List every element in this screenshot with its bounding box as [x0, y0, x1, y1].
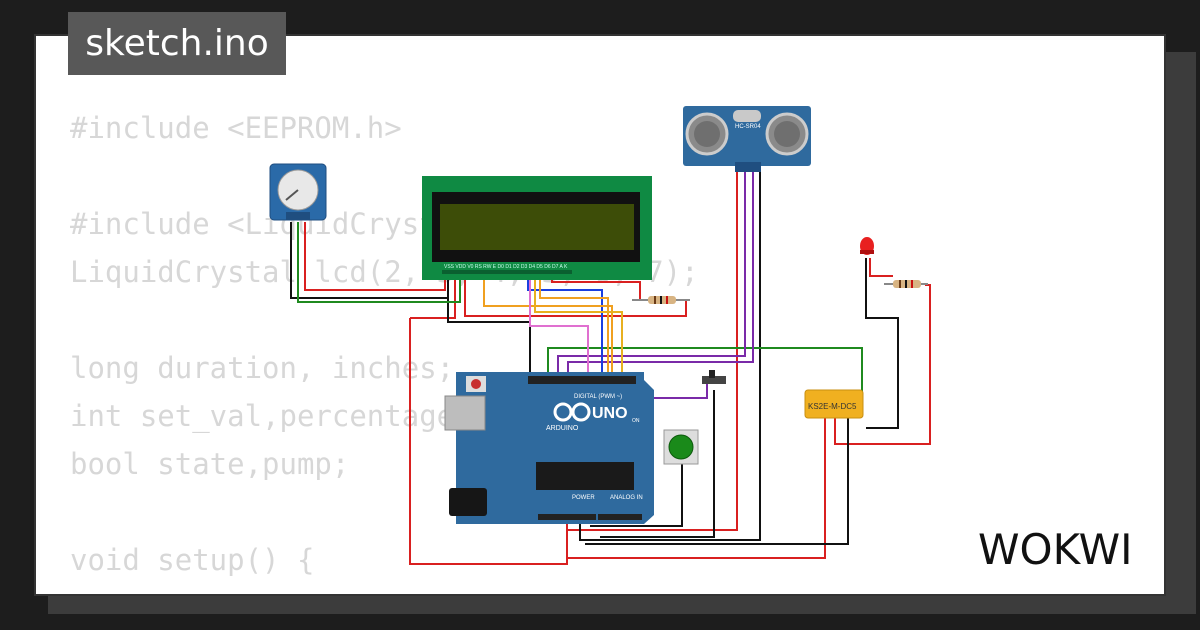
led-red[interactable] — [860, 237, 874, 255]
analog-label: ANALOG IN — [610, 495, 643, 501]
wire-black — [590, 464, 683, 527]
code-line: void setup() { — [70, 543, 315, 577]
resistor — [884, 280, 928, 288]
wire-red — [409, 318, 568, 565]
slide-switch[interactable] — [702, 370, 726, 384]
wire-orange — [539, 276, 609, 372]
potentiometer[interactable] — [269, 163, 327, 221]
wire-blue — [527, 276, 603, 372]
code-line: int set_val,percentage; — [70, 399, 472, 433]
wire-orange — [483, 276, 613, 372]
lcd-pin-labels: VSS VDD V0 RS RW E D0 D1 D2 D3 D4 D5 D6 … — [444, 264, 568, 270]
file-tab[interactable]: sketch.ino — [68, 12, 286, 75]
wire-red — [410, 276, 456, 319]
wire-purple — [557, 170, 746, 372]
wire-black — [865, 258, 899, 429]
wire-black — [600, 390, 715, 538]
wire-orange — [534, 276, 623, 372]
resistor — [632, 296, 690, 304]
relay-label: KS2E-M-DC5 — [808, 402, 857, 411]
lcd-pins — [442, 270, 572, 274]
wire-red — [567, 416, 826, 559]
arduino-uno-label: UNO — [592, 405, 628, 422]
wire-red — [567, 170, 738, 531]
code-line: bool state,pump; — [70, 447, 350, 481]
ultrasonic-label: HC-SR04 — [735, 124, 761, 130]
wire-pink — [529, 276, 589, 372]
code-line: #include <EEPROM.h> — [70, 111, 402, 145]
wire-black — [585, 416, 849, 545]
wire-purple — [567, 170, 754, 372]
wire-black — [579, 170, 761, 541]
arduino-uno[interactable]: UNO ARDUINO DIGITAL (PWM ~) ON POWER ANA… — [444, 372, 654, 524]
power-label: POWER — [572, 495, 595, 501]
push-button[interactable] — [663, 429, 699, 465]
lcd-display[interactable]: VSS VDD V0 RS RW E D0 D1 D2 D3 D4 D5 D6 … — [422, 176, 652, 280]
wire-red — [869, 258, 893, 277]
wire-red — [304, 222, 446, 291]
wokwi-logo: WOKWI — [978, 525, 1133, 574]
wire-green — [547, 347, 863, 400]
wire-red — [834, 284, 931, 445]
on-label: ON — [632, 418, 640, 424]
code-background: #include <EEPROM.h>#include <LiquidCryst… — [70, 104, 699, 584]
wire-green — [297, 222, 461, 303]
arduino-brand-label: ARDUINO — [546, 425, 579, 432]
digital-header-label: DIGITAL (PWM ~) — [574, 394, 622, 400]
ultrasonic-sensor[interactable]: HC-SR04 — [683, 106, 811, 172]
code-line: long duration, inches; — [70, 351, 455, 385]
arduino-logo-icon — [553, 402, 591, 422]
wires — [290, 170, 931, 565]
relay-module[interactable]: KS2E-M-DC5 — [804, 389, 864, 419]
wokwi-logo-text: WOKWI — [978, 525, 1133, 574]
